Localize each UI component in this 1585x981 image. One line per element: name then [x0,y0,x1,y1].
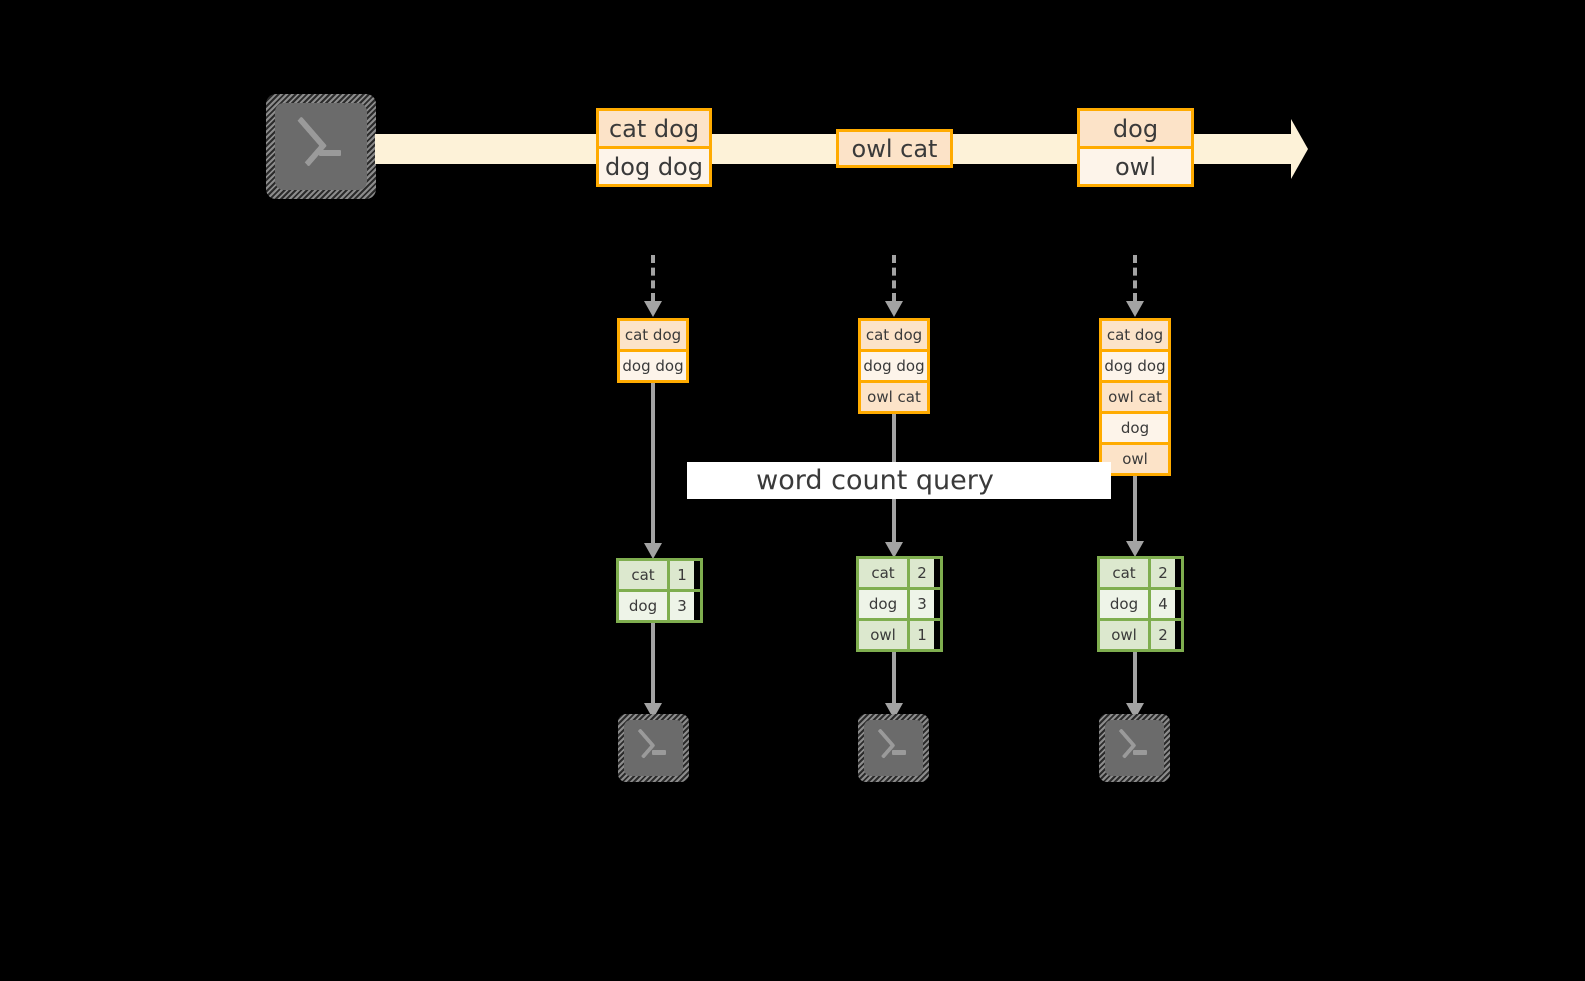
prompt-underscore-icon [319,149,342,157]
result-word: dog [1100,590,1148,618]
result-to-sink-arrow [885,652,903,719]
arrow-head-icon [885,301,903,317]
result-word: cat [859,559,907,587]
arrow-shaft [892,255,896,301]
table-row: dog 3 [859,587,940,618]
arrow-shaft [892,652,896,703]
terminal-screen [1105,720,1164,776]
sink-terminal-icon [618,714,689,782]
arrow-head-icon [1126,301,1144,317]
result-word: owl [1100,621,1148,649]
table-row: cat 1 [619,561,700,589]
arrow-head-icon [644,543,662,559]
arrow-head-icon [885,542,903,558]
arrow-shaft [651,383,655,543]
stream-record-line: owl cat [839,132,950,165]
arrow-head-icon [644,301,662,317]
stream-record-line: dog [1080,111,1191,146]
snapshot-to-result-arrow [1126,476,1144,557]
prompt-chevron-icon [868,728,897,760]
table-row: dog 4 [1100,587,1181,618]
result-count: 3 [667,592,694,620]
snapshot-line: dog dog [861,349,927,380]
query-label-band: word count query [687,462,1111,499]
snapshot-to-result-arrow [644,383,662,559]
table-row: owl 2 [1100,618,1181,649]
result-count: 1 [667,561,694,589]
snapshot-box: cat dog dog dog owl cat dog owl [1099,318,1171,476]
snapshot-line: cat dog [861,321,927,349]
table-row: owl 1 [859,618,940,649]
result-table: cat 1 dog 3 [616,558,703,623]
result-word: dog [619,592,667,620]
result-word: cat [1100,559,1148,587]
result-word: dog [859,590,907,618]
terminal-screen [624,720,683,776]
result-count: 3 [907,590,934,618]
stream-record: owl cat [836,129,953,168]
sink-terminal-icon [1099,714,1170,782]
result-word: cat [619,561,667,589]
terminal-screen [275,103,367,190]
arrow-shaft [1133,255,1137,301]
stream-to-snapshot-arrow [644,255,662,317]
terminal-screen [864,720,923,776]
arrow-head-icon [1126,541,1144,557]
result-count: 2 [907,559,934,587]
prompt-chevron-icon [628,728,657,760]
stream-record-line: dog dog [599,146,709,184]
result-word: owl [859,621,907,649]
arrow-shaft [651,623,655,703]
snapshot-line: owl [1102,442,1168,473]
prompt-chevron-icon [1109,728,1138,760]
stream-arrow-head [1291,119,1308,179]
prompt-underscore-icon [652,750,667,755]
arrow-shaft [1133,476,1137,541]
snapshot-box: cat dog dog dog [617,318,689,383]
snapshot-line: dog [1102,411,1168,442]
stream-record-line: cat dog [599,111,709,146]
snapshot-line: owl cat [1102,380,1168,411]
snapshot-line: dog dog [1102,349,1168,380]
sink-terminal-icon [858,714,929,782]
result-table: cat 2 dog 3 owl 1 [856,556,943,652]
source-terminal-icon [266,94,376,199]
table-row: cat 2 [859,559,940,587]
result-to-sink-arrow [644,623,662,719]
snapshot-box: cat dog dog dog owl cat [858,318,930,414]
result-table: cat 2 dog 4 owl 2 [1097,556,1184,652]
snapshot-line: dog dog [620,349,686,380]
snapshot-line: cat dog [620,321,686,349]
stream-record: cat dog dog dog [596,108,712,187]
result-to-sink-arrow [1126,652,1144,719]
snapshot-line: cat dog [1102,321,1168,349]
arrow-shaft [1133,652,1137,703]
result-count: 4 [1148,590,1175,618]
result-count: 2 [1148,559,1175,587]
stream-record: dog owl [1077,108,1194,187]
snapshot-line: owl cat [861,380,927,411]
table-row: cat 2 [1100,559,1181,587]
stream-to-snapshot-arrow [885,255,903,317]
result-count: 1 [907,621,934,649]
prompt-chevron-icon [282,116,327,168]
arrow-shaft [651,255,655,301]
table-row: dog 3 [619,589,700,620]
prompt-underscore-icon [1133,750,1148,755]
stream-record-line: owl [1080,146,1191,184]
query-label: word count query [756,465,994,496]
prompt-underscore-icon [892,750,907,755]
result-count: 2 [1148,621,1175,649]
stream-to-snapshot-arrow [1126,255,1144,317]
